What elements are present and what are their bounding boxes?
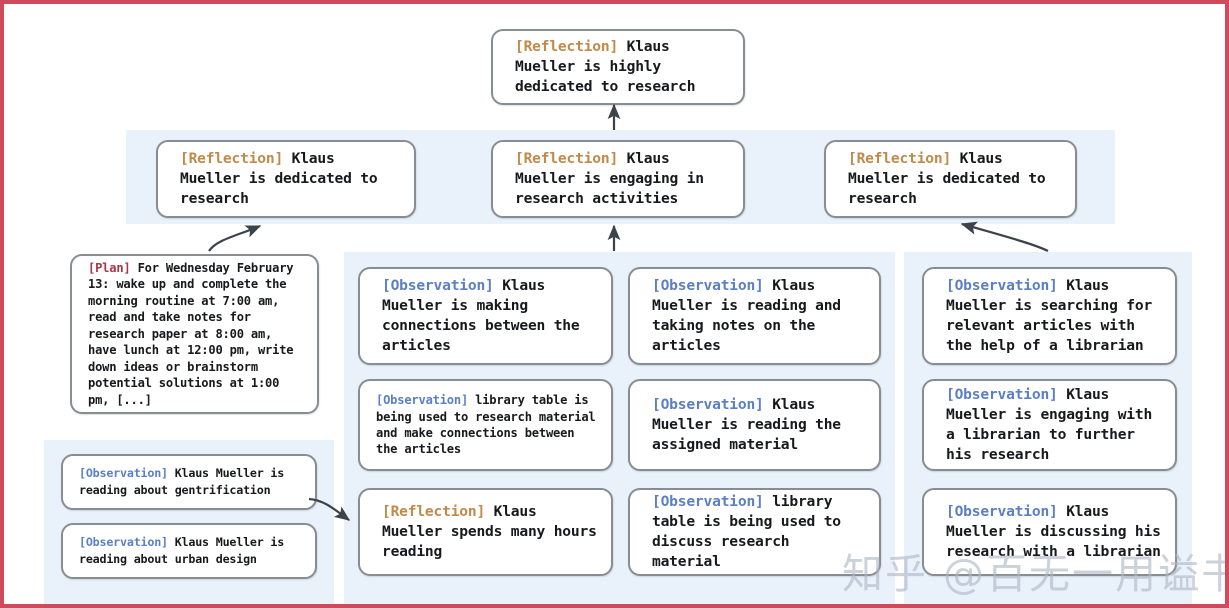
node-reflection-2[interactable]: [Reflection] Klaus Mueller is engaging i…: [491, 140, 745, 218]
node-midcol-3[interactable]: [Observation] library table is being use…: [628, 488, 881, 576]
arrow-rightcol-to-reflection3: [960, 221, 1049, 253]
node-text: [Plan] For Wednesday February 13: wake u…: [72, 260, 317, 408]
node-body: Klaus Mueller is dedicated to research: [848, 150, 1046, 207]
node-rightcol-2[interactable]: [Observation] Klaus Mueller is engaging …: [922, 379, 1177, 471]
tag-observation: [Observation]: [382, 277, 494, 295]
node-midcol-2[interactable]: [Observation] Klaus Mueller is reading t…: [628, 379, 881, 471]
node-top-reflection[interactable]: [Reflection] Klaus Mueller is highly ded…: [491, 29, 745, 105]
node-leftcol-3[interactable]: [Reflection] Klaus Mueller spends many h…: [358, 488, 613, 576]
node-body: Klaus Mueller is discussing his research…: [946, 503, 1161, 560]
node-text: [Observation] Klaus Mueller is reading a…: [630, 276, 879, 356]
tag-plan: [Plan]: [88, 261, 131, 276]
node-leftcol-2[interactable]: [Observation] library table is being use…: [358, 379, 613, 471]
node-body: Klaus Mueller is engaging in research ac…: [515, 150, 704, 207]
node-leftcol-1[interactable]: [Observation] Klaus Mueller is making co…: [358, 267, 613, 365]
node-body: Klaus Mueller is engaging with a librari…: [946, 386, 1153, 463]
tag-observation: [Observation]: [652, 493, 764, 511]
node-plan[interactable]: [Plan] For Wednesday February 13: wake u…: [70, 254, 319, 414]
node-body: Klaus Mueller spends many hours reading: [382, 503, 597, 560]
node-bottomleft-1[interactable]: [Observation] Klaus Mueller is reading a…: [61, 454, 317, 510]
node-text: [Observation] library table is being use…: [630, 492, 879, 572]
tag-reflection: [Reflection]: [382, 503, 486, 521]
node-body: Klaus Mueller is reading about gentrific…: [79, 466, 285, 497]
node-body: Klaus Mueller is highly dedicated to res…: [515, 38, 696, 95]
node-bottomleft-2[interactable]: [Observation] Klaus Mueller is reading a…: [61, 523, 317, 579]
node-text: [Reflection] Klaus Mueller spends many h…: [360, 502, 611, 562]
tag-observation: [Observation]: [376, 393, 469, 408]
node-midcol-1[interactable]: [Observation] Klaus Mueller is reading a…: [628, 267, 881, 365]
node-body: Klaus Mueller is searching for relevant …: [946, 277, 1153, 354]
node-body: Klaus Mueller is reading and taking note…: [652, 277, 841, 354]
tag-observation: [Observation]: [79, 535, 168, 550]
node-rightcol-1[interactable]: [Observation] Klaus Mueller is searching…: [922, 267, 1177, 365]
arrow-plan-to-reflection1: [208, 224, 262, 252]
tag-reflection: [Reflection]: [848, 150, 952, 168]
node-rightcol-3[interactable]: [Observation] Klaus Mueller is discussin…: [922, 488, 1177, 576]
node-body: Klaus Mueller is dedicated to research: [180, 150, 378, 207]
node-text: [Observation] Klaus Mueller is reading a…: [63, 534, 315, 567]
node-text: [Observation] Klaus Mueller is making co…: [360, 276, 611, 356]
node-text: [Observation] Klaus Mueller is discussin…: [924, 502, 1175, 562]
node-body: Klaus Mueller is making connections betw…: [382, 277, 580, 354]
node-text: [Reflection] Klaus Mueller is highly ded…: [493, 37, 743, 97]
node-body: library table is being used to research …: [376, 393, 596, 457]
node-reflection-1[interactable]: [Reflection] Klaus Mueller is dedicated …: [156, 140, 416, 218]
tag-observation: [Observation]: [946, 386, 1058, 404]
node-text: [Reflection] Klaus Mueller is dedicated …: [158, 149, 414, 209]
node-text: [Observation] Klaus Mueller is searching…: [924, 276, 1175, 356]
node-body: For Wednesday February 13: wake up and c…: [88, 261, 294, 407]
tag-reflection: [Reflection]: [515, 38, 619, 56]
tag-observation: [Observation]: [946, 277, 1058, 295]
tag-observation: [Observation]: [946, 503, 1058, 521]
node-text: [Observation] Klaus Mueller is reading a…: [63, 465, 315, 498]
tag-observation: [Observation]: [652, 396, 764, 414]
node-text: [Reflection] Klaus Mueller is engaging i…: [493, 149, 743, 209]
node-body: library table is being used to discuss r…: [652, 493, 841, 570]
node-reflection-3[interactable]: [Reflection] Klaus Mueller is dedicated …: [824, 140, 1077, 218]
node-text: [Reflection] Klaus Mueller is dedicated …: [826, 149, 1075, 209]
tag-reflection: [Reflection]: [515, 150, 619, 168]
node-text: [Observation] Klaus Mueller is reading t…: [630, 395, 879, 455]
tag-reflection: [Reflection]: [180, 150, 284, 168]
node-text: [Observation] library table is being use…: [360, 392, 611, 458]
node-text: [Observation] Klaus Mueller is engaging …: [924, 385, 1175, 465]
node-body: Klaus Mueller is reading the assigned ma…: [652, 396, 841, 453]
tag-observation: [Observation]: [79, 466, 168, 481]
node-body: Klaus Mueller is reading about urban des…: [79, 535, 285, 566]
tag-observation: [Observation]: [652, 277, 764, 295]
